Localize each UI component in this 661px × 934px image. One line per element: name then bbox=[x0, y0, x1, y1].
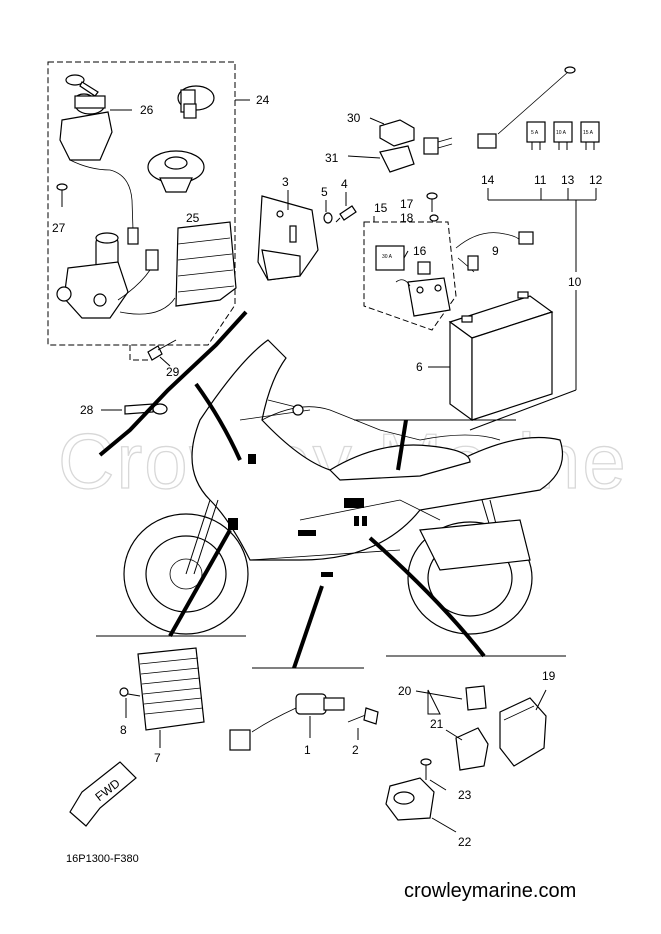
leader-heavy-c bbox=[396, 419, 408, 471]
main-switch-assembly-icon bbox=[56, 232, 176, 319]
scooter-mark-d bbox=[228, 518, 238, 530]
ecu-unit-icon bbox=[175, 221, 237, 307]
leader-heavy-a bbox=[98, 310, 248, 457]
callout-9: 9 bbox=[492, 244, 499, 258]
callout-8: 8 bbox=[120, 723, 127, 737]
leader-heavy-d bbox=[368, 536, 486, 658]
callout-24: 24 bbox=[256, 93, 270, 107]
bolt-2-icon bbox=[347, 707, 379, 725]
bolt-8-icon bbox=[119, 687, 141, 697]
callout-29: 29 bbox=[166, 365, 180, 379]
svg-text:30 A: 30 A bbox=[382, 254, 393, 260]
callout-7: 7 bbox=[154, 751, 161, 765]
callout-16: 16 bbox=[413, 244, 427, 258]
svg-text:15 A: 15 A bbox=[583, 130, 594, 136]
callout-10: 10 bbox=[568, 275, 582, 289]
callout-13: 13 bbox=[561, 173, 575, 187]
screw-27-icon bbox=[56, 183, 68, 207]
scooter-outline-icon bbox=[123, 339, 564, 635]
callout-1: 1 bbox=[304, 743, 311, 757]
fuse-harness-icon bbox=[477, 66, 576, 149]
callout-22: 22 bbox=[458, 835, 472, 849]
starter-relay-icon bbox=[395, 277, 451, 317]
callout-4: 4 bbox=[341, 177, 348, 191]
relay-cover-31-icon bbox=[379, 145, 415, 173]
bolt-23-icon bbox=[420, 758, 432, 780]
scooter-mark-c bbox=[362, 516, 367, 526]
ignition-switch-icon bbox=[59, 95, 139, 245]
callout-19: 19 bbox=[542, 669, 556, 683]
diagram-code: 16P1300-F380 bbox=[66, 853, 139, 865]
leader-heavy-f bbox=[292, 585, 324, 669]
callout-15: 15 bbox=[374, 201, 388, 215]
callout-17: 17 bbox=[400, 197, 414, 211]
callout-23: 23 bbox=[458, 788, 472, 802]
scooter-mark-e bbox=[321, 572, 333, 577]
fuse-10a-icon: 10 A bbox=[553, 121, 573, 150]
scooter-mark-battery bbox=[344, 498, 364, 508]
key-cap-icon bbox=[177, 85, 215, 119]
callout-27: 27 bbox=[52, 221, 66, 235]
svg-text:5 A: 5 A bbox=[531, 130, 539, 136]
callout-18: 18 bbox=[400, 211, 414, 225]
callout-28: 28 bbox=[80, 403, 94, 417]
fwd-arrow-icon: FWD bbox=[69, 761, 137, 827]
scooter-mark-b bbox=[354, 516, 359, 526]
callout-20: 20 bbox=[398, 684, 412, 698]
leader-heavy-b bbox=[194, 382, 242, 461]
sensor-22-icon bbox=[385, 777, 435, 821]
callout-21: 21 bbox=[430, 717, 444, 731]
callout-30: 30 bbox=[347, 111, 361, 125]
group-15-outline bbox=[363, 221, 457, 331]
callout-31: 31 bbox=[325, 151, 339, 165]
main-fuse-30a-icon: 30 A bbox=[375, 245, 431, 275]
footer-url[interactable]: crowleymarine.com bbox=[404, 880, 576, 902]
scooter-mark-f bbox=[248, 454, 256, 464]
wire-lead-9-icon bbox=[455, 231, 534, 273]
callout-11: 11 bbox=[534, 173, 547, 187]
control-unit-19-icon bbox=[499, 697, 547, 767]
rectifier-regulator-icon bbox=[137, 647, 205, 731]
bolt-17-icon bbox=[426, 192, 438, 212]
scooter-mark-a bbox=[298, 530, 316, 536]
callout-3: 3 bbox=[282, 175, 289, 189]
sensor-1-icon bbox=[229, 693, 345, 751]
relay-20-icon bbox=[465, 685, 487, 711]
callout-6: 6 bbox=[416, 360, 423, 374]
callout-12: 12 bbox=[589, 173, 603, 187]
fuel-cap-lock-icon bbox=[147, 150, 205, 193]
relay-cover-30-icon bbox=[379, 119, 415, 147]
bolt-29-icon bbox=[147, 339, 177, 361]
relay-21-icon bbox=[455, 727, 489, 771]
callout-14: 14 bbox=[481, 173, 495, 187]
battery-icon bbox=[448, 291, 554, 422]
leader-heavy-e bbox=[168, 529, 232, 637]
fuse-15a-icon: 15 A bbox=[580, 121, 600, 150]
bracket-3-icon bbox=[257, 195, 319, 281]
bolt-4-icon bbox=[335, 205, 357, 223]
callout-5: 5 bbox=[321, 185, 328, 199]
callout-26: 26 bbox=[140, 103, 154, 117]
key-blank-icon bbox=[124, 403, 168, 415]
callout-25: 25 bbox=[186, 211, 200, 225]
washer-18-icon bbox=[429, 214, 439, 222]
callout-2: 2 bbox=[352, 743, 359, 757]
fuse-5a-icon: 5 A bbox=[526, 121, 546, 150]
washer-5-icon bbox=[323, 212, 333, 224]
connector-small-icon bbox=[423, 137, 453, 155]
group-24-outline bbox=[47, 61, 236, 346]
svg-text:10 A: 10 A bbox=[556, 130, 567, 136]
